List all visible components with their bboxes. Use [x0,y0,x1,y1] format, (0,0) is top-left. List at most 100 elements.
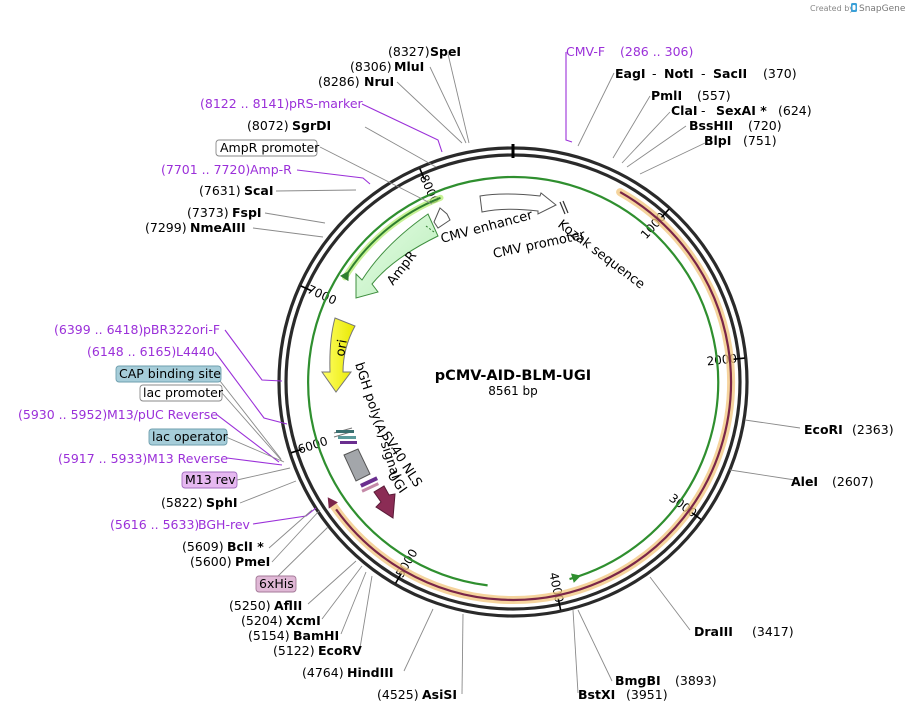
site-bstxi[interactable]: BstXI(3951) [578,687,668,702]
site-scai[interactable]: (7631)ScaI [199,183,274,198]
svg-text:XcmI: XcmI [286,613,321,628]
feature-ori[interactable] [321,317,356,393]
svg-text:AsiSI: AsiSI [422,687,457,702]
feature-ugi[interactable] [373,485,396,519]
svg-text:(5600): (5600) [190,554,232,569]
boxed-feature-labels: AmpR promoter CAP binding site lac promo… [115,139,320,593]
feature-cmv-enhancer[interactable] [479,192,557,215]
snapgene-logo-icon [851,3,857,12]
site-pmli[interactable]: PmlI(557) [651,88,731,103]
feature-cmv-promoter[interactable] [433,207,451,229]
site-draiii[interactable]: DraIII(3417) [694,624,794,639]
tick-mark-2000 [732,357,745,361]
label-kozak: Kozak sequence [555,217,648,292]
orf-arc [327,188,736,604]
feature-sv40-nls[interactable] [359,476,380,493]
svg-text:(3951): (3951) [626,687,668,702]
ampr-arc [340,194,444,282]
svg-text:(8072): (8072) [247,118,289,133]
svg-text:lac promoter: lac promoter [143,385,224,400]
site-sphi[interactable]: (5822)SphI [161,495,238,510]
site-ecorv[interactable]: (5122)EcoRV [273,643,362,658]
box-cap-binding-site[interactable]: CAP binding site [115,365,222,383]
primer-bgh-rev[interactable]: (5616 .. 5633)BGH-rev [110,517,251,532]
feature-ampr[interactable] [355,213,439,299]
tick-mark-1000 [660,208,670,219]
svg-text:(4525): (4525) [377,687,419,702]
svg-text:(7701 .. 7720): (7701 .. 7720) [161,162,250,177]
svg-text:SexAI *: SexAI * [716,103,767,118]
box-lac-promoter[interactable]: lac promoter [139,384,224,402]
primer-m13-reverse[interactable]: (5917 .. 5933)M13 Reverse [58,451,228,466]
svg-text:FspI: FspI [232,205,262,220]
site-spei[interactable]: (8327)SpeI [388,44,461,59]
feature-lac-cluster [333,427,357,444]
svg-text:6xHis: 6xHis [259,576,294,591]
site-bsshii[interactable]: BssHII(720) [689,118,782,133]
tick-label-7000: 7000 [305,282,339,307]
svg-text:AleI: AleI [791,474,818,489]
svg-text:(2607): (2607) [832,474,874,489]
svg-text:NruI: NruI [364,74,394,89]
svg-text:EcoRI: EcoRI [804,422,843,437]
svg-text:EagI: EagI [615,66,646,81]
svg-text:BmgBI: BmgBI [615,673,661,688]
svg-text:(624): (624) [778,103,812,118]
site-clai-sexai[interactable]: ClaI-SexAI *(624) [671,103,812,118]
primer-cmv-f[interactable]: CMV-F(286 .. 306) [566,44,693,59]
site-asisi[interactable]: (4525)AsiSI [377,687,457,702]
svg-text:(6148 .. 6165): (6148 .. 6165) [87,344,176,359]
svg-text:MluI: MluI [394,59,424,74]
site-eagi-noti-sacii[interactable]: EagI-NotI-SacII(370) [615,66,797,81]
site-fspi[interactable]: (7373)FspI [187,205,262,220]
site-xcmi[interactable]: (5204)XcmI [241,613,321,628]
box-m13-rev[interactable]: M13 rev [181,471,238,489]
site-alei[interactable]: AleI (2607) [791,474,874,489]
primer-m13-puc-reverse[interactable]: (5930 .. 5952)M13/pUC Reverse [18,407,218,422]
site-ecori[interactable]: EcoRI(2363) [804,422,894,437]
feature-bgh-polya[interactable] [343,448,371,482]
svg-text:(4764): (4764) [302,665,344,680]
primer-l4440[interactable]: (6148 .. 6165)L4440 [87,344,215,359]
svg-text:(8327): (8327) [388,44,430,59]
site-blpi[interactable]: BlpI(751) [704,133,777,148]
primer-pbr322ori-f[interactable]: (6399 .. 6418)pBR322ori-F [54,322,220,337]
site-aflii[interactable]: (5250)AflII [229,598,302,613]
site-hindiii[interactable]: (4764)HindIII [302,665,394,680]
svg-text:PmeI: PmeI [235,554,270,569]
restriction-sites: (8327)SpeI (8306)MluI (8286)NruI (8072)S… [145,44,894,702]
box-lac-operator[interactable]: lac operator [148,428,229,446]
credit-brand: SnapGene [859,4,906,14]
primer-labels: CMV-F(286 .. 306) (8122 .. 8141)pRS-mark… [18,44,693,532]
svg-text:(7631): (7631) [199,183,241,198]
svg-text:SphI: SphI [206,495,238,510]
svg-text:SgrDI: SgrDI [292,118,331,133]
site-nmeaiii[interactable]: (7299)NmeAIII [145,220,246,235]
primer-amp-r[interactable]: (7701 .. 7720)Amp-R [161,162,292,177]
tick-mark-7000 [300,285,313,292]
site-pmei[interactable]: (5600)PmeI [190,554,270,569]
label-ori: ori [333,338,351,357]
snapgene-credit: Created by SnapGene [810,3,906,14]
callout-lines [214,52,801,695]
svg-text:-: - [701,66,706,81]
box-ampr-promoter[interactable]: AmpR promoter [215,139,320,157]
svg-text:Amp-R: Amp-R [250,162,292,177]
svg-text:(5917 .. 5933): (5917 .. 5933) [58,451,147,466]
svg-text:BamHI: BamHI [293,628,339,643]
svg-text:(5122): (5122) [273,643,315,658]
site-nrui[interactable]: (8286)NruI [318,74,394,89]
site-bmgbi[interactable]: BmgBI(3893) [615,673,717,688]
box-6xhis[interactable]: 6xHis [255,575,297,593]
svg-text:-: - [701,103,706,118]
site-sgrdi[interactable]: (8072)SgrDI [247,118,331,133]
primer-prs-marker[interactable]: (8122 .. 8141)pRS-marker [200,96,364,111]
svg-text:-: - [652,66,657,81]
svg-text:lac operator: lac operator [152,429,229,444]
tick-label-6000: 6000 [296,434,329,457]
tick-mark-5000 [394,572,403,584]
site-bamhi[interactable]: (5154)BamHI [248,628,339,643]
site-mlui[interactable]: (8306)MluI [350,59,424,74]
site-bcli[interactable]: (5609)BclI * [182,539,264,554]
feature-kozak[interactable] [559,200,569,215]
